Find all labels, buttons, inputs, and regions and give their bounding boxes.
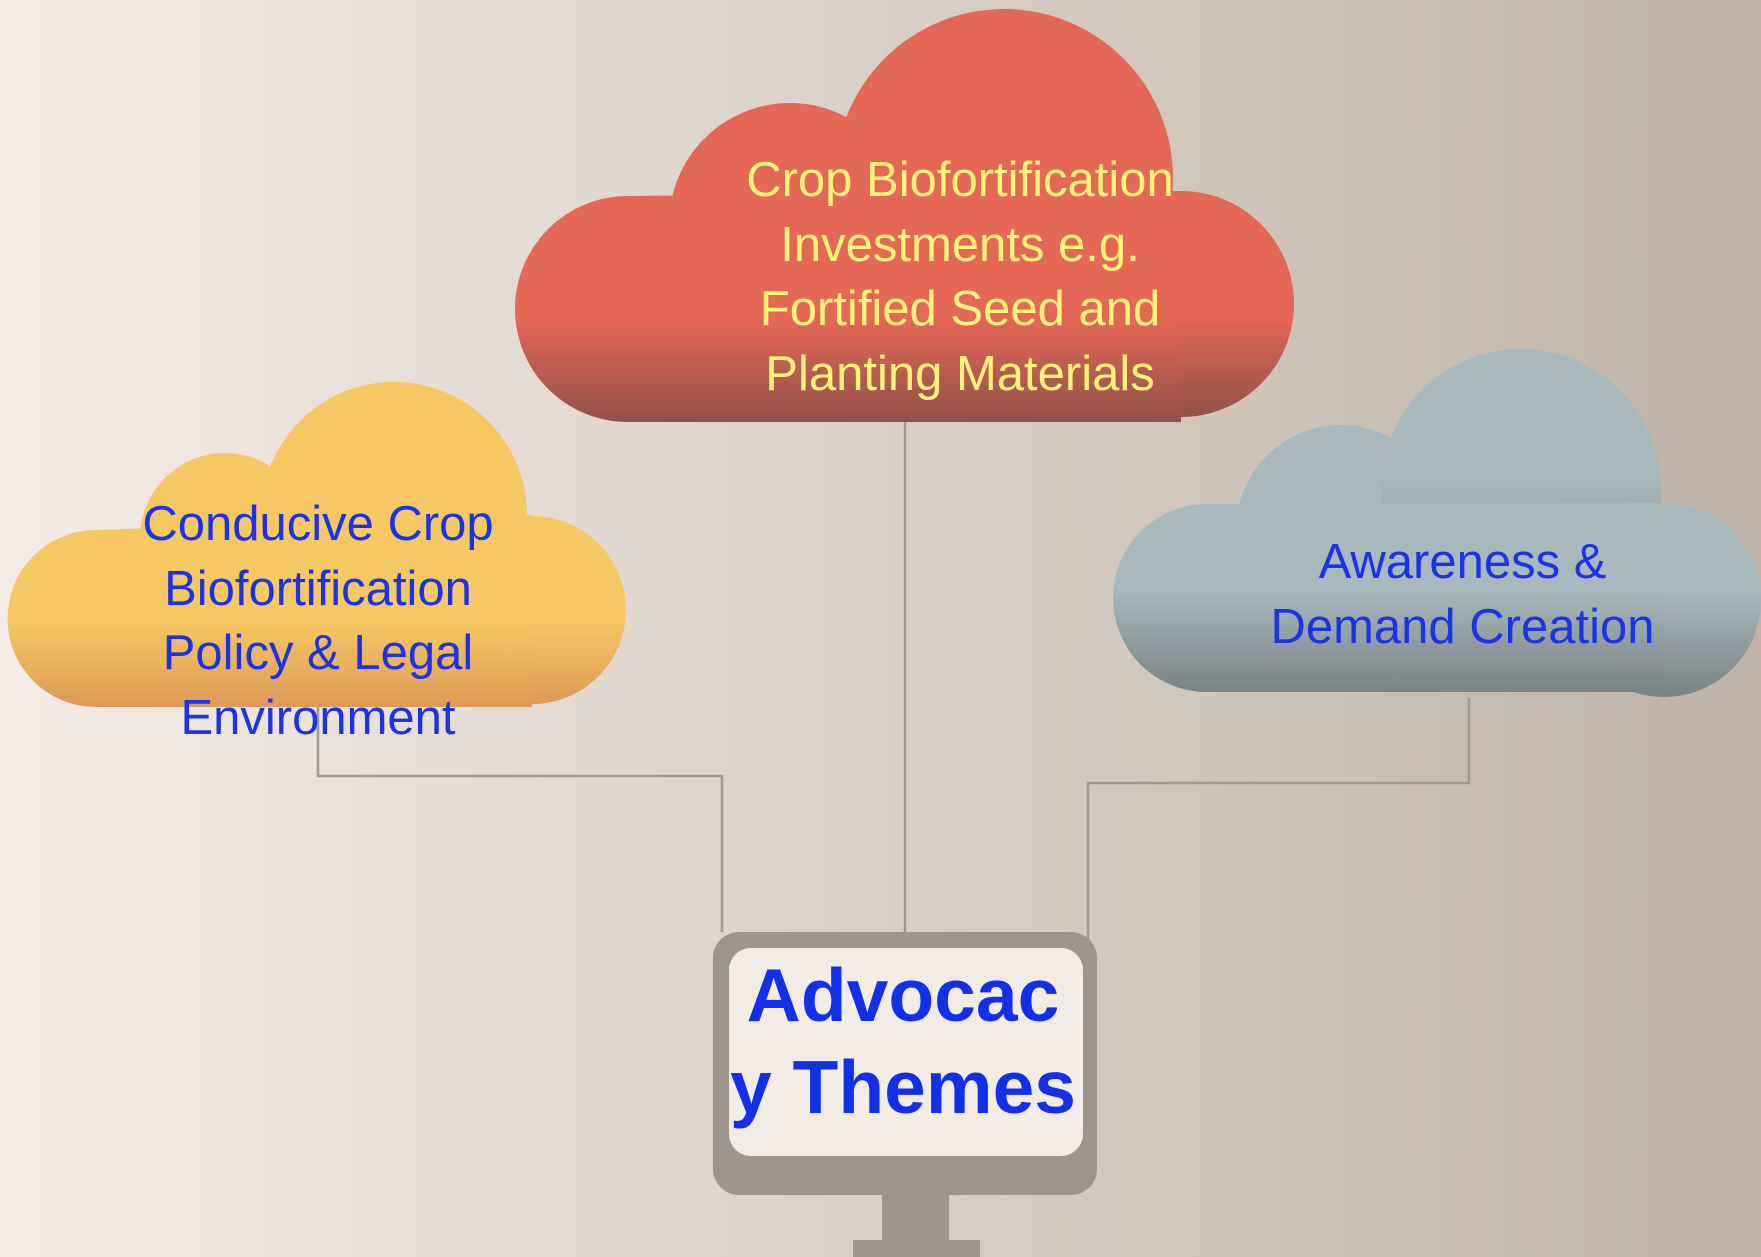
label-line: Fortified Seed and: [759, 282, 1161, 337]
title-line: y Themes: [730, 1044, 1076, 1129]
cloud-investments: [515, 9, 1294, 422]
cloud-investments-label: Crop Biofortification Investments e.g. F…: [690, 148, 1230, 407]
label-line: Biofortification: [164, 561, 472, 616]
title-line: Advocac: [746, 953, 1060, 1037]
label-line: Environment: [180, 691, 456, 746]
label-line: Planting Materials: [765, 347, 1155, 402]
label-line: Crop Biofortification: [746, 153, 1174, 207]
monitor-neck: [882, 1195, 949, 1241]
label-line: Conducive Crop: [142, 497, 494, 551]
cloud-policy-label: Conducive Crop Biofortification Policy &…: [88, 492, 548, 751]
label-line: Awareness &: [1318, 535, 1607, 589]
connector-awareness: [1086, 698, 1471, 940]
cloud-awareness: [1113, 349, 1761, 697]
monitor-icon: [713, 932, 1097, 1257]
cloud-awareness-label: Awareness & Demand Creation: [1230, 530, 1695, 659]
connector-policy: [316, 698, 724, 932]
label-line: Policy & Legal: [162, 626, 474, 681]
label-line: Demand Creation: [1270, 599, 1655, 654]
connectors: [316, 420, 1471, 940]
label-line: Investments e.g.: [780, 217, 1140, 272]
advocacy-themes-title: Advocac y Themes: [728, 950, 1078, 1133]
monitor-screen: [729, 948, 1083, 1156]
monitor-base: [853, 1240, 980, 1257]
cloud-policy: [7, 382, 626, 707]
